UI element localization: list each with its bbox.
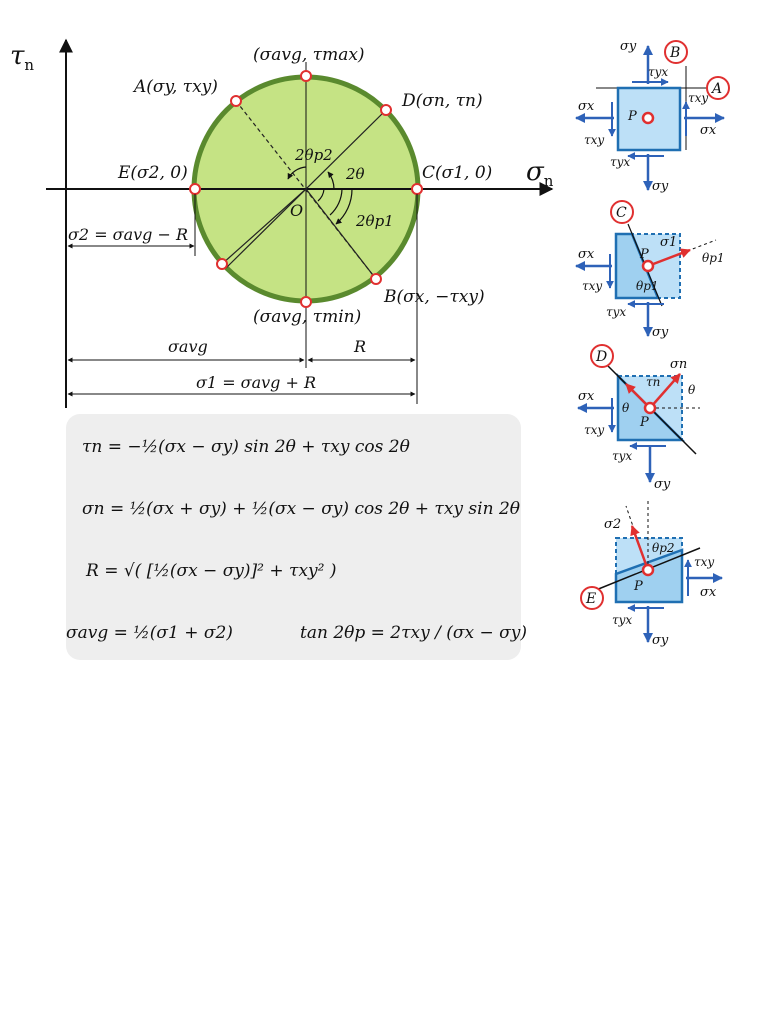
label-dim-sigma-avg: σavg	[168, 337, 208, 356]
e1-label-sigma-x-left: σx	[578, 99, 595, 114]
formula-list: τn = −½(σx − σy) sin 2θ + τxy cos 2θ σn …	[66, 437, 527, 643]
e3-label-sigma-x: σx	[578, 389, 595, 404]
e3-label-tau-xy: τxy	[584, 423, 604, 437]
e2-arrow-sigma1	[647, 248, 691, 268]
stress-element-ab: P B A σy σy σx σx τyx τyx τxy τxy	[575, 39, 730, 194]
point-b2	[216, 258, 228, 270]
e2-marker-c	[610, 200, 634, 224]
e2-point-p	[641, 259, 655, 273]
arc-2theta-p1-c	[335, 188, 353, 225]
e1-label-sigma-y-top: σy	[620, 39, 637, 54]
formula-sigma-n: σn = ½(σx + σy) + ½(σx − σy) cos 2θ + τx…	[82, 499, 520, 519]
point-b	[370, 273, 382, 285]
e1-label-tau-yx-bot: τyx	[610, 155, 630, 169]
e3-label-theta-right: θ	[688, 383, 696, 397]
label-dim-r: R	[353, 337, 366, 356]
e1-label-p: P	[627, 109, 637, 124]
e4-label-tau-xy: τxy	[694, 555, 714, 569]
e2-label-p: P	[639, 247, 649, 262]
e4-point-p	[641, 563, 655, 577]
e3-label-p: P	[639, 415, 649, 430]
point-top	[300, 70, 312, 82]
formula-sigma-avg: σavg = ½(σ1 + σ2)	[66, 623, 233, 643]
label-point-a: A(σy, τxy)	[132, 77, 218, 97]
axis-tau-label: τn	[10, 41, 34, 74]
e4-label-e: E	[585, 591, 596, 607]
point-a	[230, 95, 242, 107]
e1-label-a: A	[710, 81, 722, 97]
arc-2theta-p1-a	[317, 188, 325, 202]
e1-point-p	[641, 111, 655, 125]
formula-tan-2theta-p: tan 2θp = 2τxy / (σx − σy)	[300, 623, 527, 643]
arc-2theta-p2	[287, 166, 307, 180]
e3-label-tau-n: τn	[646, 375, 660, 389]
e4-label-sigma-x: σx	[700, 585, 717, 600]
e2-label-tau-yx: τyx	[606, 305, 626, 319]
mohr-diagram: τn σn (σavg, τmax) (σavg, τmin) A(σy, τx…	[10, 38, 554, 408]
e4-label-tau-yx: τyx	[612, 613, 632, 627]
label-point-b: B(σx, −τxy)	[383, 287, 485, 307]
e2-wedge	[614, 232, 660, 300]
e4-label-theta-p2: θp2	[652, 541, 675, 555]
e2-label-sigma-y: σy	[652, 325, 669, 340]
e1-label-sigma-y-bot: σy	[652, 179, 669, 194]
diameter-ab-2	[221, 188, 307, 265]
e4-marker-e	[580, 586, 604, 610]
label-2theta: 2θ	[345, 165, 365, 183]
point-e	[189, 183, 201, 195]
e4-normal-dash	[625, 505, 649, 571]
arc-2theta	[327, 171, 335, 190]
label-2theta-p1: 2θp1	[355, 212, 394, 230]
e2-label-sigma-x: σx	[578, 247, 595, 262]
stress-element-e: P σ2 θp2 E τxy σx τyx σy	[580, 498, 723, 648]
e4-label-sigma2: σ2	[604, 517, 621, 532]
e3-marker-d	[590, 344, 614, 368]
diameter-ab	[235, 100, 377, 280]
e3-label-d: D	[595, 349, 607, 365]
e4-arrow-sigma2	[630, 525, 650, 571]
e3-label-tau-yx: τyx	[612, 449, 632, 463]
label-2theta-p2: 2θp2	[294, 146, 333, 164]
e3-arrow-sigma-n	[649, 373, 681, 409]
stress-element-c: P σ1 θp1 θp1 C σx τxy τyx σy	[575, 200, 725, 340]
e4-label-sigma-y: σy	[652, 633, 669, 648]
arc-2theta-p1-b	[329, 188, 343, 216]
e3-label-sigma-n: σn	[670, 357, 687, 372]
e1-label-tau-yx-top: τyx	[648, 65, 668, 79]
e2-label-c: C	[616, 205, 627, 221]
label-bottom-point: (σavg, τmin)	[253, 307, 361, 327]
e2-label-theta-p1: θp1	[702, 251, 725, 265]
label-center: O	[290, 201, 303, 220]
e1-label-tau-xy-right: τxy	[688, 91, 708, 105]
e1-marker-a	[706, 76, 730, 100]
formula-tau-n: τn = −½(σx − σy) sin 2θ + τxy cos 2θ	[82, 437, 410, 457]
point-c	[411, 183, 423, 195]
axis-sigma-label: σn	[526, 157, 554, 190]
e1-label-b: B	[669, 45, 680, 61]
e2-label-sigma1: σ1	[660, 235, 677, 250]
label-dim-sigma1: σ1 = σavg + R	[196, 373, 316, 392]
e1-marker-b	[664, 40, 688, 64]
e3-label-theta-left: θ	[622, 401, 630, 415]
stress-element-d: P σn τn θ θ D σx τxy τyx σy	[577, 344, 700, 492]
e2-label-theta-p1-b: θp1	[636, 279, 659, 293]
label-point-c: C(σ1, 0)	[422, 163, 492, 183]
point-d	[380, 104, 392, 116]
label-point-d: D(σn, τn)	[401, 91, 483, 111]
e4-label-p: P	[633, 579, 643, 594]
e1-label-sigma-x-right: σx	[700, 123, 717, 138]
label-point-e: E(σ2, 0)	[117, 163, 188, 183]
formula-radius: R = √( [½(σx − σy)]² + τxy² )	[85, 561, 337, 581]
e3-label-sigma-y: σy	[654, 477, 671, 492]
label-dim-sigma2: σ2 = σavg − R	[68, 225, 188, 244]
e1-label-tau-xy-left: τxy	[584, 133, 604, 147]
e3-point-p	[643, 401, 657, 415]
e1-square	[616, 86, 682, 152]
formula-box	[66, 414, 521, 660]
point-bottom	[300, 296, 312, 308]
e2-label-tau-xy: τxy	[582, 279, 602, 293]
label-top-point: (σavg, τmax)	[253, 45, 365, 65]
